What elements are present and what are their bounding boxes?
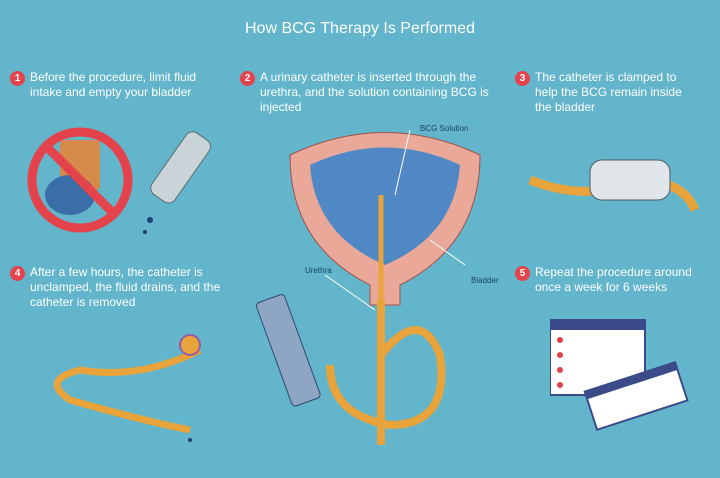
step-text: The catheter is clamped to help the BCG … [535,70,682,114]
step-2: 2 A urinary catheter is inserted through … [240,70,502,115]
step-5: 5 Repeat the procedure around once a week… [515,265,705,295]
urethra-label: Urethra [305,266,332,275]
step-number: 2 [240,71,255,86]
bladder-catheter-illustration [256,129,481,445]
bladder-label: Bladder [471,276,499,285]
step-text: After a few hours, the catheter is uncla… [30,265,221,309]
step-text: A urinary catheter is inserted through t… [260,70,489,114]
no-fluid-illustration [27,127,211,234]
step-1: 1 Before the procedure, limit fluid intak… [10,70,225,100]
clamped-catheter-illustration [528,159,700,212]
step-number: 4 [10,266,25,281]
step-text: Repeat the procedure around once a week … [535,265,692,294]
step-3: 3 The catheter is clamped to help the BCG… [515,70,700,115]
step-number: 5 [515,266,530,281]
page-title: How BCG Therapy Is Performed [244,20,475,37]
bcg-solution-label: BCG Solution [420,124,469,133]
removed-catheter-illustration [53,334,202,442]
step-number: 1 [10,71,25,86]
calendar-icon [550,319,689,431]
step-number: 3 [515,71,530,86]
step-text: Before the procedure, limit fluid intake… [30,70,197,99]
step-4: 4 After a few hours, the catheter is uncl… [10,265,225,310]
